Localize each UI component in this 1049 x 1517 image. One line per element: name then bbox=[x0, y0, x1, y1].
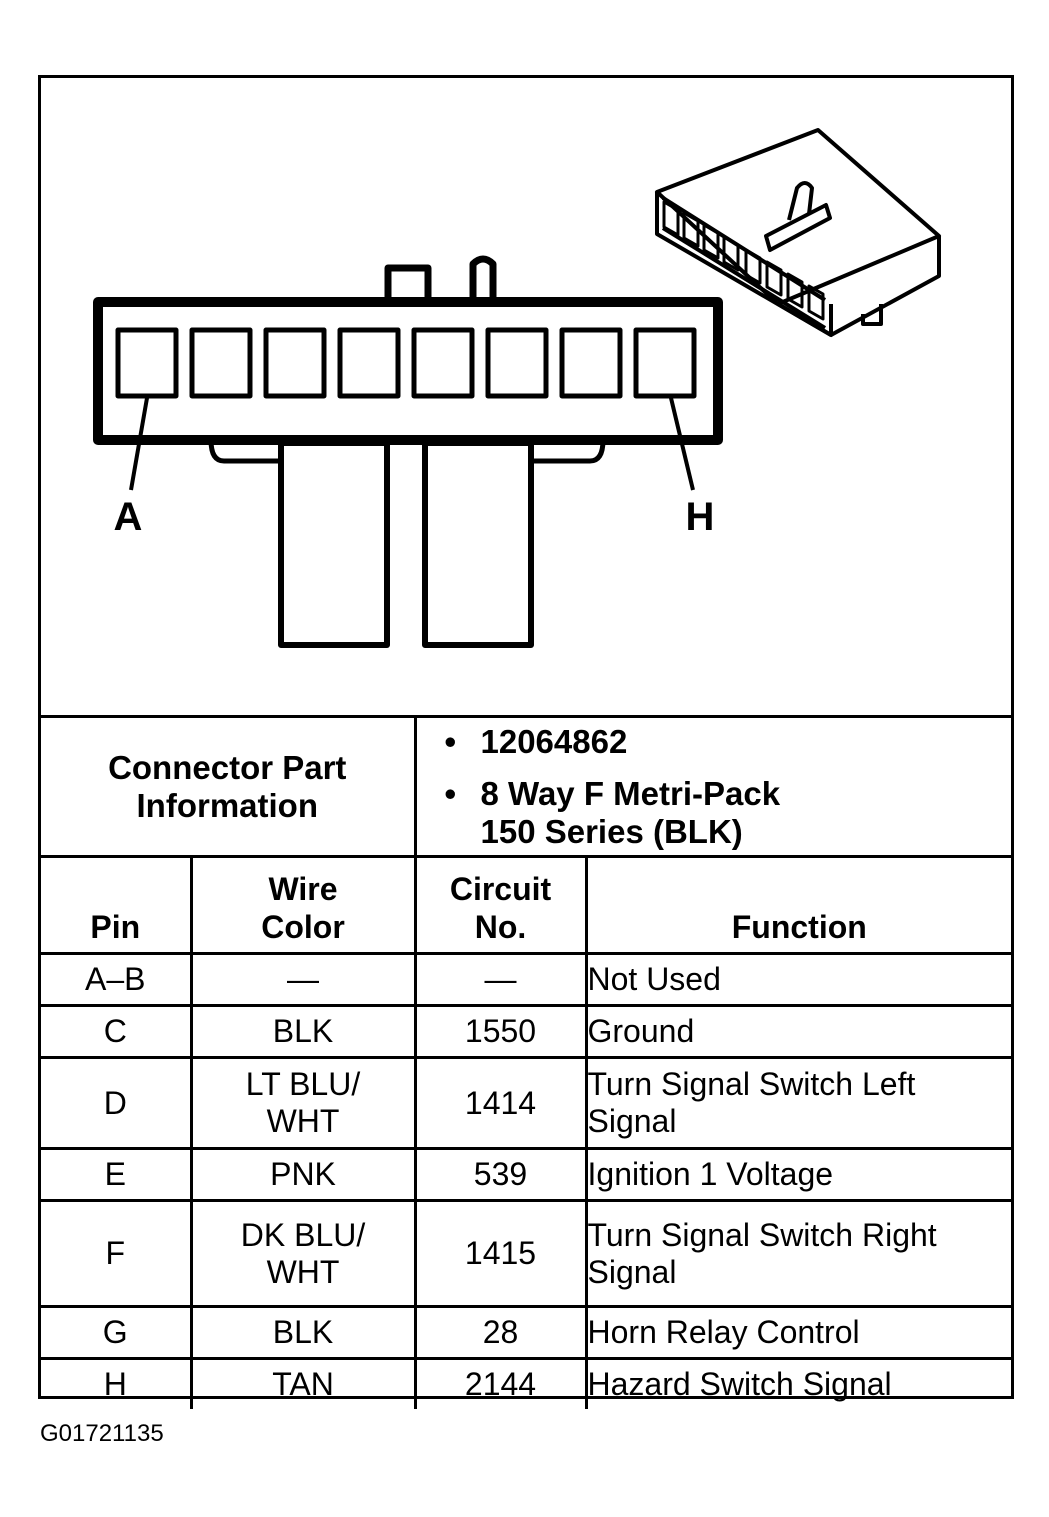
connector-body bbox=[93, 297, 723, 445]
description-line2: 150 Series (BLK) bbox=[480, 812, 743, 850]
cell-pin: C bbox=[41, 1004, 191, 1058]
cavity-g bbox=[559, 327, 623, 399]
cell-pin: G bbox=[41, 1305, 191, 1359]
header-circuit-no: Circuit No. bbox=[413, 855, 586, 954]
cavity-e bbox=[411, 327, 475, 399]
cell-pin: A–B bbox=[41, 952, 191, 1006]
connector-info-label: Connector Part Information bbox=[41, 715, 415, 857]
cell-function: Hazard Switch Signal bbox=[584, 1357, 1012, 1409]
table-header-row: Pin Wire Color Circuit No. Function bbox=[41, 855, 1012, 954]
cavity-group bbox=[115, 327, 697, 399]
cavity-a bbox=[115, 327, 179, 399]
cell-pin: E bbox=[41, 1147, 191, 1201]
part-number-line: • 12064862 bbox=[445, 722, 1012, 761]
cell-wire-color: DK BLU/ WHT bbox=[189, 1199, 415, 1307]
pin-label-a: A bbox=[114, 495, 143, 539]
cavity-h bbox=[633, 327, 697, 399]
cavity-b bbox=[189, 327, 253, 399]
cell-function: Turn Signal Switch Right Signal bbox=[584, 1199, 1012, 1307]
iso-connector bbox=[655, 128, 941, 337]
cell-circuit: 1415 bbox=[413, 1199, 586, 1307]
cell-function: Not Used bbox=[584, 952, 1012, 1006]
header-wire-color: Wire Color bbox=[189, 855, 415, 954]
description-line: • 8 Way F Metri-Pack 150 Series (BLK) bbox=[445, 774, 1012, 851]
table-row: G BLK 28 Horn Relay Control bbox=[41, 1305, 1012, 1359]
cell-wire-color: BLK bbox=[189, 1004, 415, 1058]
cell-circuit: 28 bbox=[413, 1305, 586, 1359]
cavity-c bbox=[263, 327, 327, 399]
cell-wire-color: PNK bbox=[189, 1147, 415, 1201]
header-function: Function bbox=[584, 855, 1012, 954]
cell-circuit: 539 bbox=[413, 1147, 586, 1201]
connector-info-values: • 12064862 • 8 Way F Metri-Pack 150 Seri… bbox=[413, 715, 1012, 857]
connector-drawing: A H bbox=[93, 128, 941, 648]
cell-wire-color: TAN bbox=[189, 1357, 415, 1409]
bullet-icon: • bbox=[444, 774, 457, 812]
connector-sheet: A H Connector Part Information • 1206486… bbox=[38, 75, 1014, 1409]
iso-foot bbox=[861, 304, 883, 326]
connector-post bbox=[469, 255, 497, 302]
table-row: A–B — — Not Used bbox=[41, 952, 1012, 1006]
connector-info-row: Connector Part Information • 12064862 • … bbox=[41, 715, 1012, 857]
table-row: D LT BLU/ WHT 1414 Turn Signal Switch Le… bbox=[41, 1056, 1012, 1149]
cell-pin: F bbox=[41, 1199, 191, 1307]
table-row: E PNK 539 Ignition 1 Voltage bbox=[41, 1147, 1012, 1201]
table-row: C BLK 1550 Ground bbox=[41, 1004, 1012, 1058]
cavity-f bbox=[485, 327, 549, 399]
table-row: F DK BLU/ WHT 1415 Turn Signal Switch Ri… bbox=[41, 1199, 1012, 1307]
figure-id: G01721135 bbox=[40, 1420, 164, 1447]
iso-cavities bbox=[662, 200, 825, 321]
leader-a bbox=[129, 397, 149, 491]
bullet-icon: • bbox=[444, 722, 457, 760]
cell-circuit: 1414 bbox=[413, 1056, 586, 1149]
part-number: 12064862 bbox=[480, 722, 628, 760]
cell-function: Ignition 1 Voltage bbox=[584, 1147, 1012, 1201]
cell-pin: D bbox=[41, 1056, 191, 1149]
cell-circuit: — bbox=[413, 952, 586, 1006]
table-row: H TAN 2144 Hazard Switch Signal bbox=[41, 1357, 1012, 1409]
pin-label-h: H bbox=[686, 495, 715, 539]
cavity-d bbox=[337, 327, 401, 399]
iso-latch-tab bbox=[787, 181, 814, 221]
cell-wire-color: BLK bbox=[189, 1305, 415, 1359]
iso-latch bbox=[764, 203, 832, 252]
harness-left bbox=[278, 440, 390, 648]
header-pin: Pin bbox=[41, 855, 191, 954]
right-flange bbox=[531, 437, 606, 464]
leader-h bbox=[669, 397, 695, 491]
cell-wire-color: LT BLU/ WHT bbox=[189, 1056, 415, 1149]
cell-function: Horn Relay Control bbox=[584, 1305, 1012, 1359]
cell-pin: H bbox=[41, 1357, 191, 1409]
description-line1: 8 Way F Metri-Pack bbox=[480, 774, 781, 812]
cell-circuit: 2144 bbox=[413, 1357, 586, 1409]
cell-wire-color: — bbox=[189, 952, 415, 1006]
pinout-table: Connector Part Information • 12064862 • … bbox=[41, 715, 1012, 1409]
left-flange bbox=[208, 437, 281, 464]
cell-circuit: 1550 bbox=[413, 1004, 586, 1058]
cell-function: Ground bbox=[584, 1004, 1012, 1058]
cell-function: Turn Signal Switch Left Signal bbox=[584, 1056, 1012, 1149]
harness-right bbox=[422, 440, 534, 648]
connector-latch-tab bbox=[384, 264, 432, 302]
